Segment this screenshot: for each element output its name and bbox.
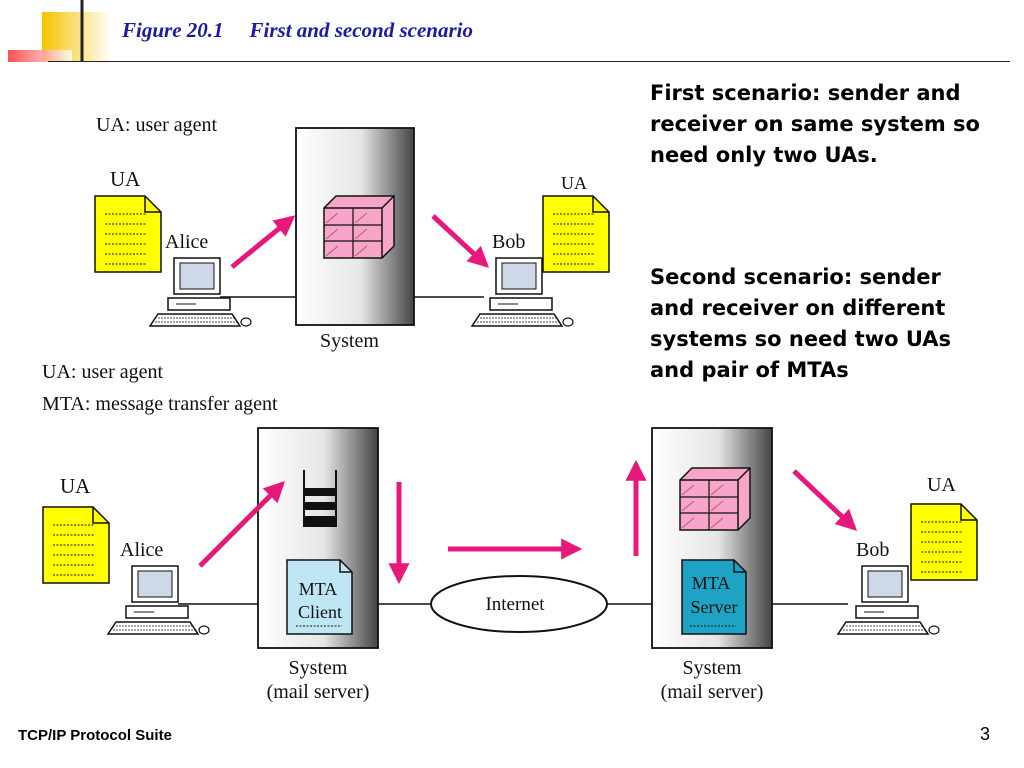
- s2-right-system-line2: (mail server): [661, 681, 764, 703]
- s2-mta-client-icon: [286, 559, 353, 635]
- s1-mailbox-icon: [323, 195, 395, 259]
- s1-alice-label: Alice: [165, 231, 208, 253]
- s2-right-system-line1: System: [683, 657, 742, 679]
- s1-legend-ua: UA: user agent: [96, 114, 218, 136]
- s2-arrow-alice-to-system: [198, 481, 285, 568]
- scenario1: UA: user agent UA Alice System UA Bob: [94, 114, 610, 352]
- s2-legend-ua: UA: user agent: [42, 361, 164, 383]
- s1-alice-computer-icon: [149, 257, 252, 327]
- figure-number: Figure 20.1: [122, 18, 224, 42]
- s2-mta-client-line1: MTA: [299, 579, 338, 599]
- s2-mta-server-icon: [681, 559, 747, 635]
- s1-ua-right-label: UA: [561, 173, 587, 193]
- s1-alice-document-icon: [94, 195, 162, 273]
- s2-ua-right-label: UA: [927, 474, 956, 496]
- scenario2: UA: user agent MTA: message transfer age…: [42, 361, 978, 703]
- s2-bob-document-icon: [910, 503, 978, 581]
- s2-bob-label: Bob: [856, 539, 889, 561]
- s2-right-system-box: [651, 427, 773, 649]
- s2-mta-server-line1: MTA: [692, 573, 731, 593]
- footer-left: TCP/IP Protocol Suite: [18, 727, 172, 744]
- s2-legend-mta: MTA: message transfer agent: [42, 393, 278, 415]
- s2-alice-document-icon: [42, 506, 110, 584]
- title-decoration: [8, 0, 1010, 62]
- s2-left-system-line2: (mail server): [267, 681, 370, 703]
- s2-mta-client-line2: Client: [298, 602, 342, 622]
- s1-ua-left-label: UA: [110, 167, 141, 191]
- s2-ua-left-label: UA: [60, 474, 91, 498]
- figure-title: Figure 20.1 First and second scenario: [122, 18, 473, 43]
- s1-arrow-to-bob: [431, 214, 490, 268]
- s2-queue-icon: [303, 470, 337, 527]
- s1-system-label: System: [320, 330, 379, 352]
- s2-arrow-to-bob: [792, 469, 858, 531]
- page-number: 3: [980, 724, 991, 744]
- s2-internet-label: Internet: [485, 594, 545, 615]
- s2-mailbox-icon: [679, 467, 751, 531]
- s2-alice-computer-icon: [107, 565, 210, 635]
- s2-mta-server-line2: Server: [691, 597, 738, 617]
- s1-bob-label: Bob: [492, 231, 525, 253]
- figure-caption: First and second scenario: [249, 18, 473, 42]
- s1-bob-document-icon: [542, 195, 610, 273]
- note-first-scenario: First scenario: sender and receiver on s…: [650, 81, 980, 167]
- note-second-scenario: Second scenario: sender and receiver on …: [650, 265, 952, 382]
- s2-alice-label: Alice: [120, 539, 163, 561]
- s2-left-system-line1: System: [289, 657, 348, 679]
- s1-arrow-to-system: [230, 215, 296, 269]
